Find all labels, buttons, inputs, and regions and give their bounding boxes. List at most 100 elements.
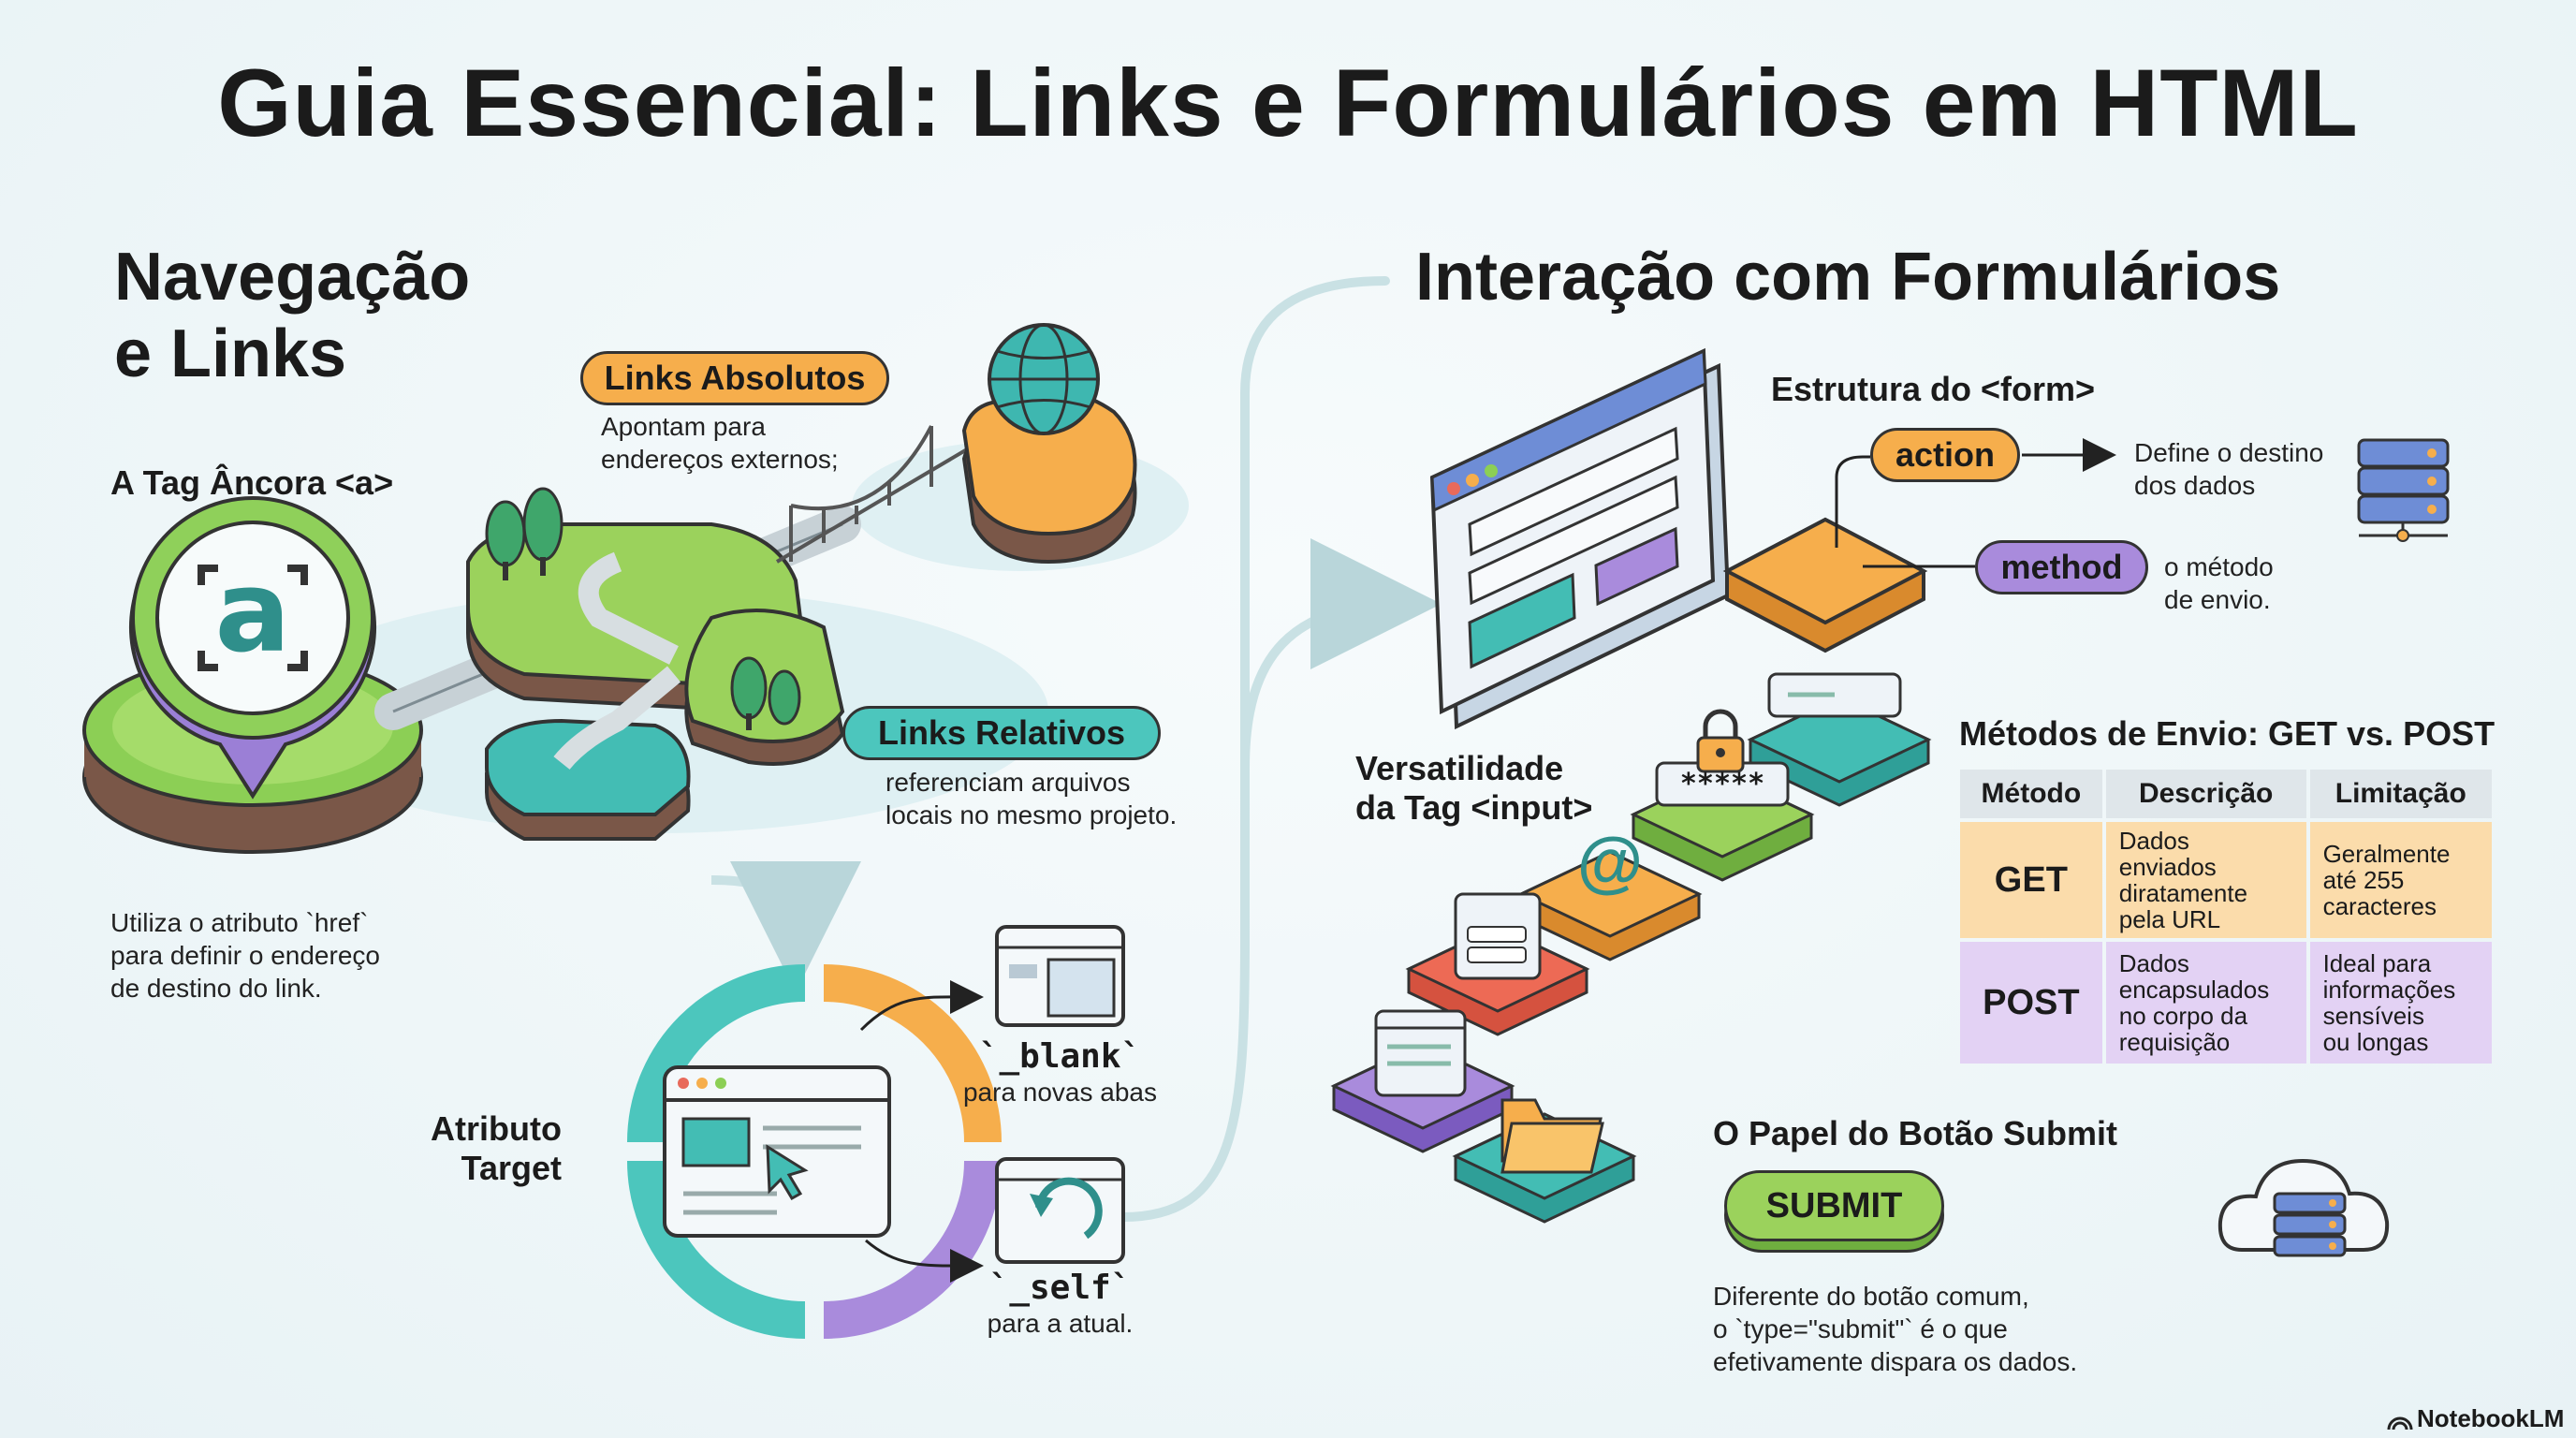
cell-line: encapsulados [2118,976,2270,1004]
password-mask: ***** [1679,768,1765,800]
target-ring [627,964,1002,1339]
method-post: POST [1960,942,2102,1064]
table-row: POST Dados encapsulados no corpo da requ… [1960,942,2492,1064]
target-label-line: Target [461,1149,562,1187]
input-heading-line: Versatilidade [1355,749,1564,787]
folder-icon [1500,1098,1604,1174]
submit-button[interactable]: SUBMIT [1724,1170,1944,1241]
target-blank-desc: para novas abas [962,1078,1158,1107]
header-description: Descrição [2105,770,2306,818]
get-description: Dados enviados diratamente pela URL [2105,822,2306,938]
orange-island [961,390,1137,565]
lock-icon [1696,709,1745,773]
anchor-pin-icon [129,496,376,800]
desc-line: efetivamente dispara os dados. [1713,1347,2078,1376]
cell-line: requisição [2118,1028,2231,1056]
links-relativos-desc: referenciam arquivos locais no mesmo pro… [886,766,1177,831]
method-get: GET [1960,822,2102,938]
connector-action [1835,455,1870,548]
href-line: de destino do link. [110,974,322,1003]
same-tab-icon [995,1157,1125,1264]
cell-line: diratamente [2118,879,2248,907]
cell-line: Dados [2118,949,2189,977]
server-icon [2357,438,2450,542]
tree-icon [485,487,801,730]
cursor-icon [766,1144,809,1201]
method-pill: method [1975,540,2148,594]
href-line: Utiliza o atributo `href` [110,908,369,937]
post-limitation: Ideal para informações sensíveis ou long… [2309,942,2492,1064]
desc-line: dos dados [2134,471,2256,500]
action-desc: Define o destino dos dados [2134,436,2323,502]
form-structure-heading: Estrutura do <form> [1771,370,2096,408]
method-desc: o método de envio. [2164,550,2274,616]
teal-island [485,666,691,841]
href-description: Utiliza o atributo `href` para definir o… [110,906,380,1005]
notebooklm-logo-icon [2387,1416,2413,1431]
target-self: `_self` para a atual. [955,1269,1165,1340]
cloud-server-icon [2217,1158,2390,1257]
table-header-row: Método Descrição Limitação [1960,770,2492,818]
cell-line: sensíveis [2322,1002,2424,1030]
input-block-email [1517,850,1703,961]
input-block-text [1747,672,1932,807]
input-block-password [1630,761,1815,882]
desc-line: referenciam arquivos [886,768,1131,797]
input-heading-line: da Tag <input> [1355,788,1593,827]
action-pill: action [1870,428,2020,482]
submit-heading: O Papel do Botão Submit [1713,1114,2118,1152]
anchor-tag-heading: A Tag Âncora <a> [110,463,394,502]
page-title: Guia Essencial: Links e Formulários em H… [217,50,2359,156]
new-tab-icon [995,925,1125,1027]
target-blank: `_blank` para novas abas [955,1037,1165,1108]
cell-line: informações [2322,976,2456,1004]
cell-line: no corpo da [2118,1002,2248,1030]
brand-label: NotebookLM [2417,1404,2565,1432]
flow-arrow-to-target [710,860,861,992]
arrow-to-self [865,1239,984,1284]
nav-heading: Navegação e Links [114,239,470,392]
target-blank-value: `_blank` [978,1037,1142,1076]
email-at-icon: @ [1576,825,1644,900]
target-label: Atributo Target [393,1109,562,1188]
header-method: Método [1960,770,2102,818]
desc-line: Apontam para [601,412,766,441]
header-limitation: Limitação [2309,770,2492,818]
links-absolutos-pill: Links Absolutos [580,351,889,405]
table-row: GET Dados enviados diratamente pela URL … [1960,822,2492,938]
form-block [1722,517,1928,653]
arrow-to-blank [859,979,984,1032]
anchor-letter-icon: a [214,548,291,678]
forms-heading: Interação com Formulários [1415,240,2281,315]
links-absolutos-desc: Apontam para endereços externos; [601,410,839,476]
desc-line: Define o destino [2134,438,2324,467]
cell-line: até 255 [2322,866,2405,894]
get-limitation: Geralmente até 255 caracteres [2309,822,2492,938]
desc-line: o `type="submit"` é o que [1713,1314,2008,1343]
target-self-value: `_self` [988,1269,1132,1307]
submit-description: Diferente do botão comum, o `type="submi… [1713,1280,2077,1378]
methods-table: Método Descrição Limitação GET Dados env… [1956,766,2496,1067]
desc-line: endereços externos; [601,445,839,474]
desc-line: Diferente do botão comum, [1713,1282,2029,1311]
cell-line: caracteres [2322,892,2437,920]
flow-arrow-to-form [1240,538,1442,769]
links-relativos-pill: Links Relativos [842,706,1161,760]
cell-line: Ideal para [2322,949,2432,977]
input-block-select [1405,892,1590,1036]
post-description: Dados encapsulados no corpo da requisiçã… [2105,942,2306,1064]
form-window-icon [1429,347,1731,730]
suspension-bridge [775,425,985,564]
cell-line: Dados enviados [2118,827,2217,881]
input-heading: Versatilidade da Tag <input> [1355,749,1592,828]
href-line: para definir o endereço [110,941,380,970]
target-self-desc: para a atual. [987,1309,1134,1338]
nav-heading-line1: Navegação [114,240,471,315]
globe-icon [988,323,1100,435]
methods-table-title: Métodos de Envio: GET vs. POST [1959,714,2496,753]
water-ripple [262,590,1048,833]
cell-line: pela URL [2118,905,2221,933]
desc-line: de envio. [2164,585,2271,614]
desc-line: o método [2164,552,2274,581]
